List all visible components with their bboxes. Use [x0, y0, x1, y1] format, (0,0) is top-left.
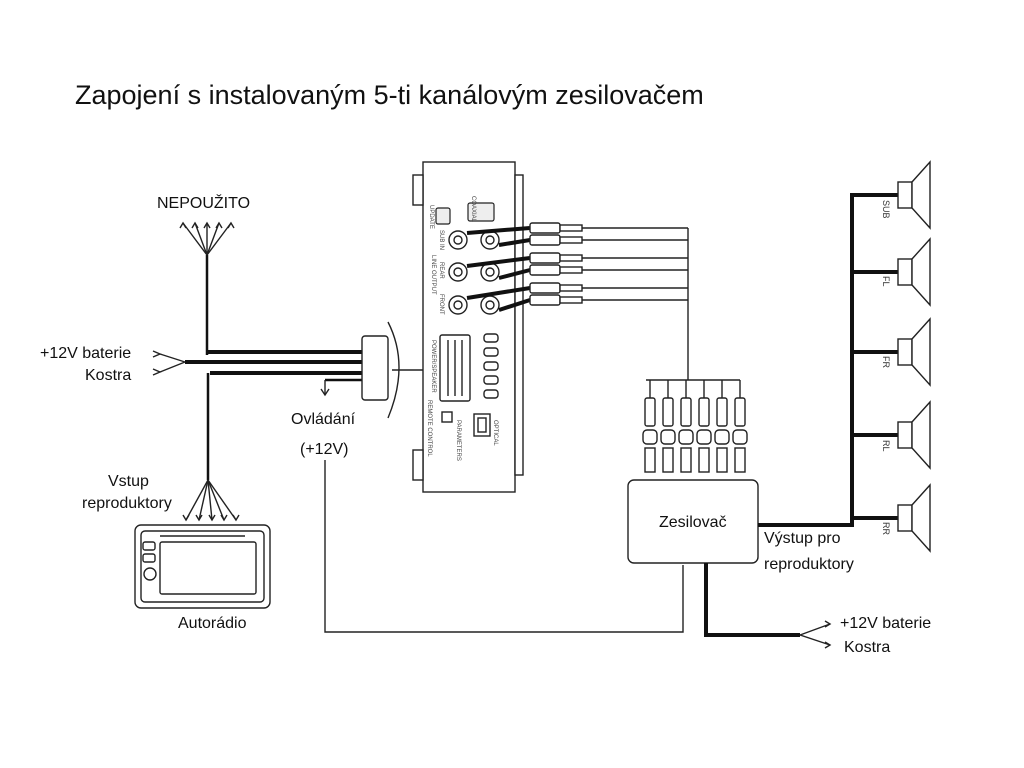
- ground-left-label: Kostra: [85, 367, 131, 384]
- speaker-output-wires: [758, 193, 900, 527]
- speaker-input-label-line1: Vstup: [108, 473, 149, 490]
- control-label-line2: (+12V): [300, 441, 348, 458]
- amplifier-rca-plugs: [642, 397, 748, 473]
- speaker-rr-label: RR: [881, 522, 891, 535]
- remote-control-label: REMOTE CONTROL: [426, 400, 432, 457]
- amplifier: [627, 479, 759, 564]
- rear-port-label: REAR: [438, 262, 444, 279]
- speaker-rr: RR: [881, 483, 931, 553]
- amplifier-power-wires: [704, 563, 832, 649]
- speaker-rl-label: RL: [881, 440, 891, 452]
- battery-right-label: +12V baterie: [840, 615, 931, 632]
- speaker-fr-label: FR: [881, 356, 891, 368]
- coaxial-port-label: COAXIAL: [470, 196, 476, 223]
- optical-port-label: OPTICAL: [492, 420, 498, 446]
- processor-unit: COAXIAL UPDATE SUB IN REAR LINE OUTPUT F…: [412, 161, 524, 493]
- speaker-fl: FL: [881, 237, 931, 307]
- speaker-fl-label: FL: [881, 276, 891, 287]
- speaker-rl: RL: [881, 400, 931, 470]
- harness-connector: [361, 321, 430, 419]
- speaker-fr: FR: [881, 317, 931, 387]
- line-output-label: LINE OUTPUT: [430, 255, 436, 295]
- speaker-sub: SUB: [881, 160, 931, 230]
- speaker-sub-label: SUB: [881, 200, 891, 219]
- amplifier-label: Zesilovač: [659, 514, 727, 531]
- unused-label: NEPOUŽITO: [157, 193, 250, 212]
- speaker-input-label-line2: reproduktory: [82, 495, 172, 512]
- power-speaker-label: POWER/SPEAKER: [430, 340, 436, 393]
- control-wire: [320, 380, 684, 633]
- rca-output-cables: [466, 222, 741, 398]
- speaker-input-bundle: [182, 373, 240, 522]
- control-label-line1: Ovládání: [291, 411, 356, 428]
- speaker-output-label-line1: Výstup pro: [764, 530, 841, 547]
- update-port-label: UPDATE: [428, 205, 434, 229]
- diagram-title: Zapojení s instalovaným 5-ti kanálovým z…: [75, 80, 704, 110]
- parameters-label: PARAMETERS: [455, 420, 461, 461]
- speaker-output-label-line2: reproduktory: [764, 556, 854, 573]
- car-radio-label: Autorádio: [178, 615, 247, 632]
- sub-in-port-label: SUB IN: [438, 230, 444, 250]
- ground-right-label: Kostra: [844, 639, 890, 656]
- front-port-label: FRONT: [438, 294, 444, 315]
- unused-wire-bundle: [179, 221, 235, 355]
- main-harness: [152, 350, 362, 382]
- car-radio: [134, 524, 271, 609]
- battery-left-label: +12V baterie: [40, 345, 131, 362]
